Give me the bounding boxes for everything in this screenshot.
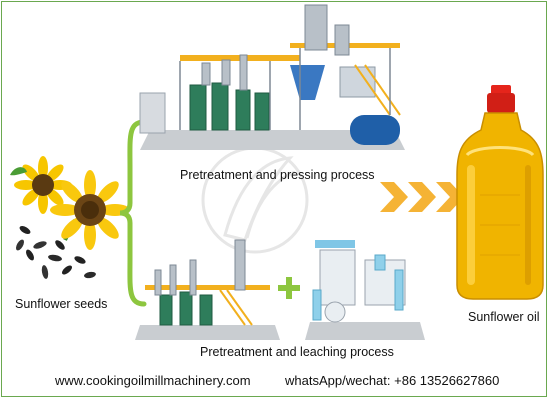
plus-icon	[278, 277, 300, 299]
seeds-pile	[16, 226, 96, 279]
leaching-process-label: Pretreatment and leaching process	[200, 345, 394, 359]
bracket-icon	[119, 119, 147, 307]
pressing-line-machinery	[139, 4, 405, 150]
leaching-line-machinery	[135, 239, 425, 340]
sunflower-icon	[10, 156, 130, 279]
sunflower-large	[50, 170, 130, 250]
arrow-icon	[380, 182, 464, 212]
sunflower-seeds-label: Sunflower seeds	[15, 297, 108, 311]
sunflower-small	[14, 156, 72, 214]
bottle-icon	[456, 85, 544, 300]
contact-text: whatsApp/wechat: +86 13526627860	[285, 373, 500, 388]
website-text: www.cookingoilmillmachinery.com	[55, 373, 251, 388]
pressing-process-label: Pretreatment and pressing process	[180, 168, 375, 182]
sunflower-oil-label: Sunflower oil	[468, 310, 540, 324]
